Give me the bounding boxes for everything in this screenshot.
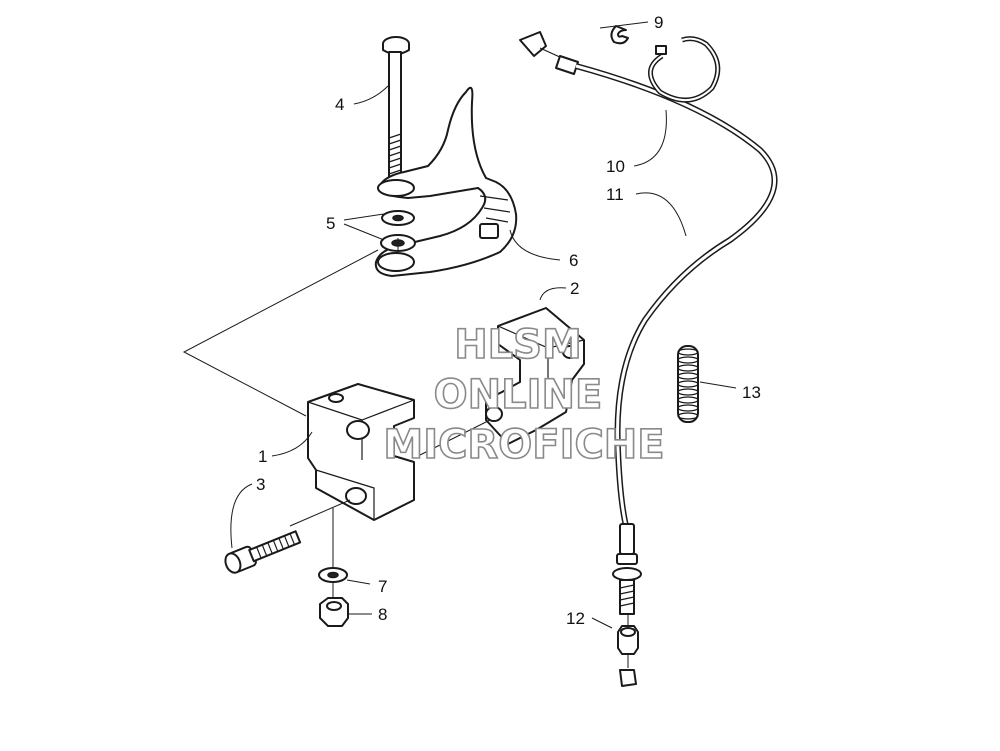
watermark: HLSM ONLINE MICROFICHE <box>383 321 666 469</box>
callout-6: 6 <box>569 251 578 270</box>
watermark-line-3: MICROFICHE <box>383 422 664 468</box>
callout-9: 9 <box>654 13 663 32</box>
part-6-lever <box>374 86 518 277</box>
part-8-nut <box>319 597 349 627</box>
part-4-bolt <box>382 36 410 183</box>
assembly-lines <box>182 238 629 668</box>
callout-labels: 4 5 6 2 1 3 7 8 9 10 11 12 13 <box>256 13 761 628</box>
part-7-washer <box>318 567 348 583</box>
part-9-clip <box>610 25 629 45</box>
part-5-washers <box>380 210 416 252</box>
part-12-cable-nut <box>617 625 639 687</box>
callout-11: 11 <box>606 185 624 204</box>
callout-13: 13 <box>742 383 761 402</box>
part-10-cable-tie <box>648 36 721 103</box>
leader-lines <box>230 21 737 629</box>
callout-8: 8 <box>378 605 387 624</box>
callout-12: 12 <box>566 609 585 628</box>
callout-1: 1 <box>258 447 267 466</box>
watermark-line-1: HLSM <box>454 322 582 368</box>
callout-5: 5 <box>326 214 335 233</box>
callout-4: 4 <box>335 95 344 114</box>
callout-7: 7 <box>378 577 387 596</box>
part-3-screw <box>224 530 302 574</box>
callout-3: 3 <box>256 475 265 494</box>
watermark-line-2: ONLINE <box>434 372 603 418</box>
part-13-boot <box>677 345 699 423</box>
part-11-cable <box>519 31 778 615</box>
part-1-bracket <box>307 383 415 521</box>
part-2-clamp <box>485 307 585 445</box>
callout-2: 2 <box>570 279 579 298</box>
callout-10: 10 <box>606 157 625 176</box>
